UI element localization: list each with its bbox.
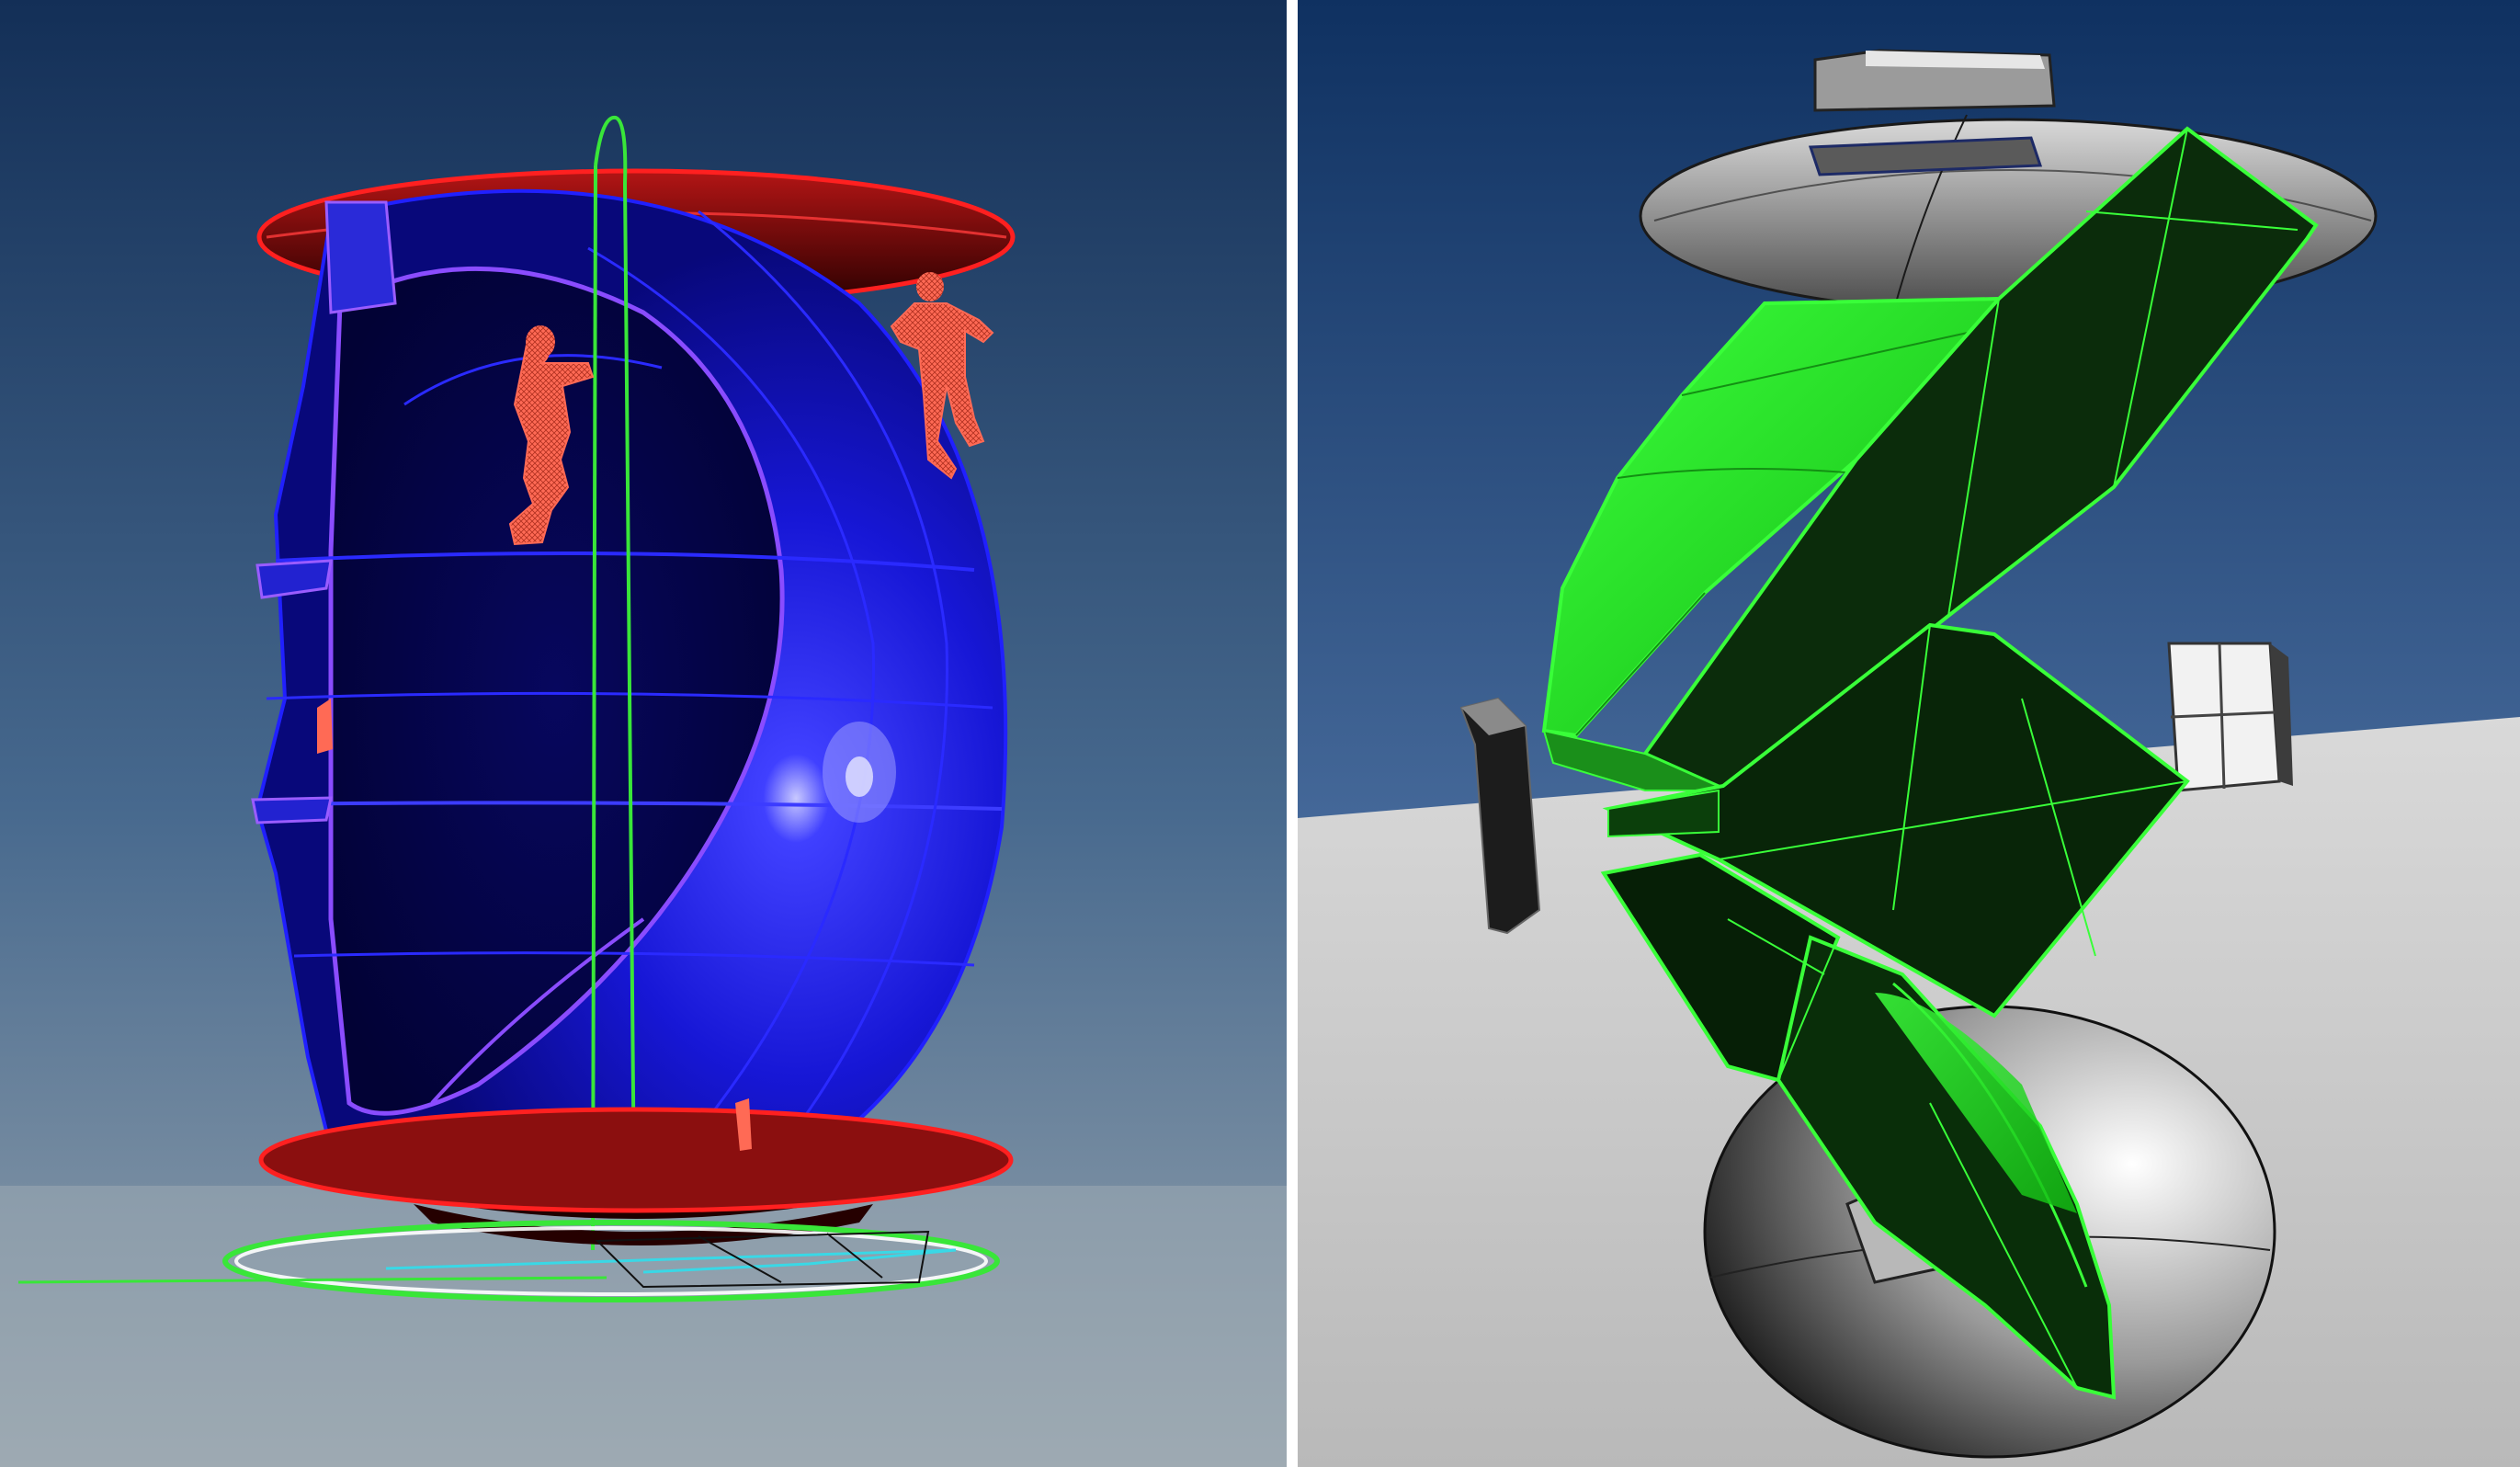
human-figure-right — [890, 272, 994, 480]
bottom-red-disc — [258, 1107, 1014, 1245]
green-tilted-panel — [1542, 126, 2319, 793]
left-viewport[interactable] — [0, 0, 1287, 1467]
ground-ring — [17, 1220, 1000, 1302]
green-vertical-axis — [591, 115, 636, 1251]
left-side-box — [1459, 697, 1541, 935]
green-lower-panel — [1600, 852, 2117, 1400]
right-side-box — [2167, 642, 2293, 792]
green-middle-panel — [1602, 622, 2190, 1018]
viewport-divider — [1287, 0, 1298, 1467]
right-viewport[interactable] — [1298, 0, 2520, 1467]
partial-figure-bottom — [735, 1098, 752, 1151]
human-figure-left — [508, 325, 595, 546]
partial-figure-left — [317, 699, 333, 754]
